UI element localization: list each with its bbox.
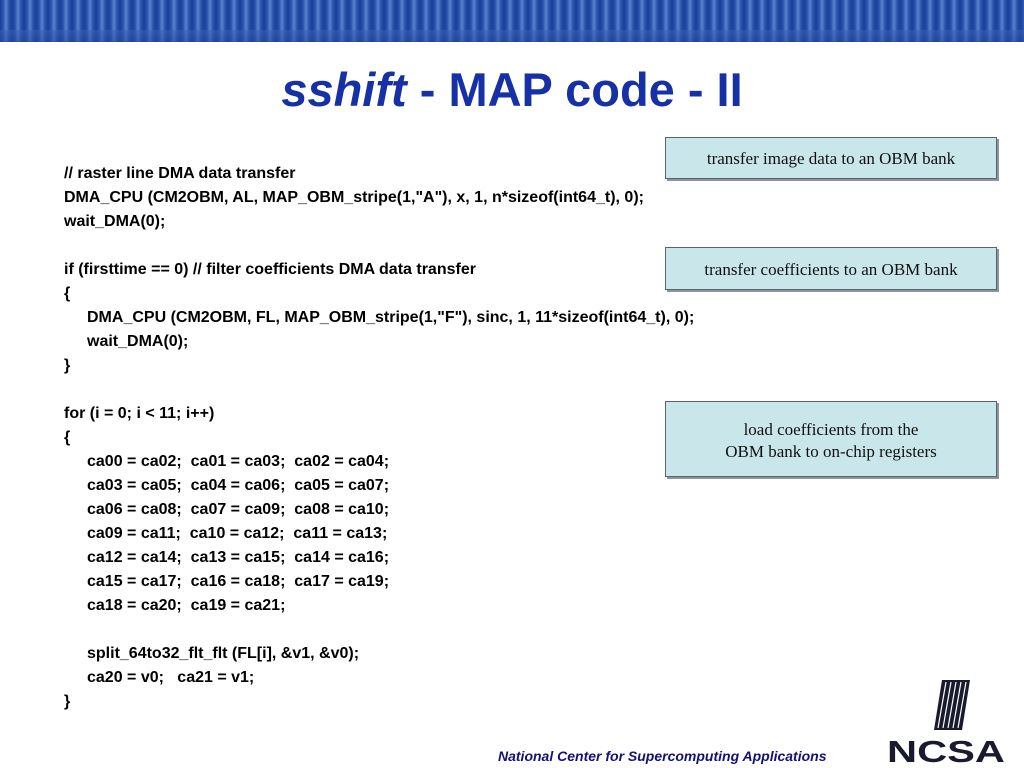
- code-line: // raster line DMA data transfer: [64, 165, 296, 182]
- callout-text: transfer coefficients to an OBM bank: [704, 260, 958, 279]
- code-line: for (i = 0; i < 11; i++): [64, 405, 215, 422]
- code-line: wait_DMA(0);: [87, 333, 189, 350]
- code-line: split_64to32_flt_flt (FL[i], &v1, &v0);: [87, 645, 360, 662]
- code-line: ca09 = ca11; ca10 = ca12; ca11 = ca13;: [87, 525, 388, 542]
- ncsa-logo-stripes-icon: [934, 680, 970, 730]
- code-line: ca15 = ca17; ca16 = ca18; ca17 = ca19;: [87, 573, 390, 590]
- callout-text: transfer image data to an OBM bank: [706, 149, 956, 168]
- code-line: DMA_CPU (CM2OBM, FL, MAP_OBM_stripe(1,"F…: [87, 309, 695, 326]
- code-line: [64, 618, 694, 642]
- code-line: [64, 378, 694, 402]
- code-line: ca18 = ca20; ca19 = ca21;: [87, 597, 286, 614]
- title-italic: sshift: [281, 63, 407, 116]
- ncsa-logo-text: NCSA: [887, 734, 1005, 768]
- callout-transfer-image: transfer image data to an OBM bank: [665, 137, 997, 179]
- code-line: ca00 = ca02; ca01 = ca03; ca02 = ca04;: [87, 453, 390, 470]
- code-line: if (firsttime == 0) // filter coefficien…: [64, 261, 476, 278]
- callout-text-line-1: load coefficients from the: [743, 420, 919, 439]
- callout-text-line-2: OBM bank to on-chip registers: [725, 442, 937, 461]
- ncsa-logo: NCSA: [887, 680, 1005, 768]
- title-rest: - MAP code - II: [406, 63, 743, 116]
- code-line: }: [64, 357, 71, 374]
- page-title: sshift - MAP code - II: [0, 62, 1024, 117]
- code-line: ca03 = ca05; ca04 = ca06; ca05 = ca07;: [87, 477, 390, 494]
- code-line: ca12 = ca14; ca13 = ca15; ca14 = ca16;: [87, 549, 390, 566]
- code-line: {: [64, 285, 71, 302]
- footer-organization: National Center for Supercomputing Appli…: [498, 748, 827, 764]
- code-line: }: [64, 693, 71, 710]
- callout-transfer-coefficients: transfer coefficients to an OBM bank: [665, 247, 997, 290]
- code-line: {: [64, 429, 71, 446]
- code-line: wait_DMA(0);: [64, 213, 166, 230]
- header-band: [0, 0, 1024, 42]
- code-line: ca06 = ca08; ca07 = ca09; ca08 = ca10;: [87, 501, 390, 518]
- callout-load-coefficients: load coefficients from the OBM bank to o…: [665, 401, 997, 477]
- code-line: DMA_CPU (CM2OBM, AL, MAP_OBM_stripe(1,"A…: [64, 189, 644, 206]
- code-line: ca20 = v0; ca21 = v1;: [87, 669, 255, 686]
- code-line: [64, 234, 694, 258]
